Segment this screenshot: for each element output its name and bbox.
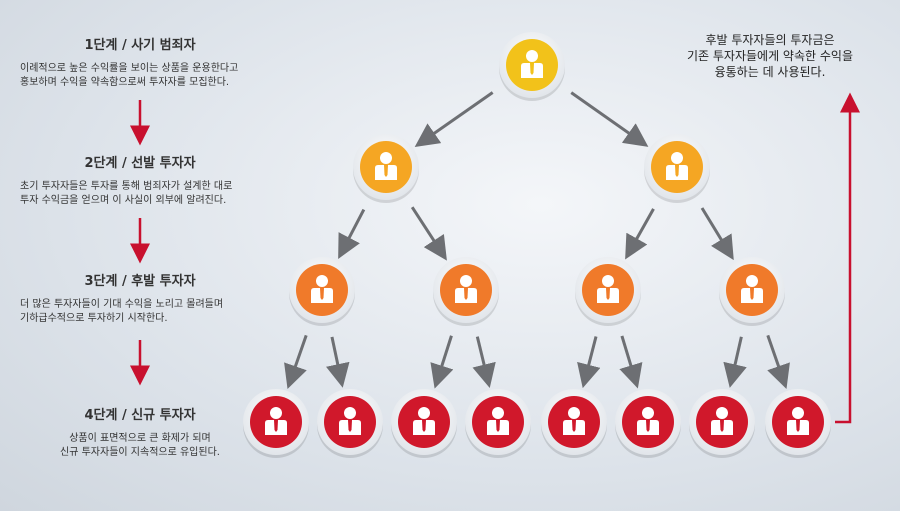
person-head	[418, 407, 430, 419]
person-icon	[487, 407, 509, 435]
investor-node	[719, 257, 785, 326]
person-icon	[339, 407, 361, 435]
investor-node	[689, 389, 755, 458]
person-icon	[711, 407, 733, 435]
tree-arrow	[625, 208, 655, 260]
tree-arrow	[414, 91, 494, 147]
step-2-desc: 초기 투자자들은 투자를 통해 범죄자가 설계한 대로 투자 수익금을 얻으며 …	[20, 180, 290, 208]
step-3-title: 3단계 / 후발 투자자	[84, 274, 196, 289]
tree-arrow	[619, 335, 643, 389]
investor-node	[353, 134, 419, 203]
person-tie	[348, 420, 352, 432]
funding-note-line-3: 융통하는 데 사용된다.	[714, 65, 826, 79]
person-icon	[787, 407, 809, 435]
investor-node	[541, 389, 607, 458]
step-3-desc-line-2: 기하급수적으로 투자하기 시작한다.	[20, 313, 168, 324]
investor-node	[765, 389, 831, 458]
tree-arrow	[326, 336, 350, 388]
person-icon	[413, 407, 435, 435]
return-up-arrow	[835, 92, 860, 424]
step-1-desc-line-2: 홍보하며 수익을 약속함으로써 투자자를 모집한다.	[20, 77, 230, 88]
tree-arrow	[338, 208, 366, 259]
person-tie	[750, 288, 754, 300]
step-2-desc-line-2: 투자 수익금을 얻으며 이 사실이 외부에 알려진다.	[20, 195, 227, 206]
step-2-desc-line-1: 초기 투자자들은 투자를 통해 범죄자가 설계한 대로	[20, 181, 233, 192]
step-3-desc: 더 많은 투자자들이 기대 수익을 노리고 몰려들며 기하급수적으로 투자하기 …	[20, 298, 290, 326]
person-icon	[375, 152, 397, 180]
step-1-title: 1단계 / 사기 범죄자	[84, 38, 196, 53]
tree-arrow	[284, 334, 308, 389]
person-icon	[311, 275, 333, 303]
person-tie	[720, 420, 724, 432]
step-4-desc-line-1: 상품이 표면적으로 큰 화제가 되며	[69, 433, 211, 444]
investor-node	[499, 32, 565, 101]
person-head	[602, 275, 614, 287]
person-head	[642, 407, 654, 419]
investor-node	[317, 389, 383, 458]
investor-node	[391, 389, 457, 458]
funding-note: 후발 투자자들의 투자금은 기존 투자자들에게 약속한 수익을 융통하는 데 사…	[650, 32, 890, 80]
investor-node	[243, 389, 309, 458]
person-tie	[530, 63, 534, 75]
person-tie	[796, 420, 800, 432]
person-tie	[675, 165, 679, 177]
person-head	[671, 152, 683, 164]
investor-node	[615, 389, 681, 458]
step-1-desc: 이례적으로 높은 수익률을 보이는 상품을 운용한다고 홍보하며 수익을 약속함…	[20, 62, 290, 90]
person-head	[270, 407, 282, 419]
investor-node	[289, 257, 355, 326]
person-head	[316, 275, 328, 287]
step-2-title: 2단계 / 선발 투자자	[84, 156, 196, 171]
person-icon	[741, 275, 763, 303]
tree-arrow	[700, 207, 734, 261]
person-head	[716, 407, 728, 419]
investor-node	[465, 389, 531, 458]
person-tie	[646, 420, 650, 432]
person-icon	[666, 152, 688, 180]
tree-arrow	[472, 336, 496, 388]
person-tie	[320, 288, 324, 300]
person-tie	[496, 420, 500, 432]
person-icon	[637, 407, 659, 435]
person-head	[344, 407, 356, 419]
person-head	[746, 275, 758, 287]
funding-note-line-2: 기존 투자자들에게 약속한 수익을	[686, 49, 853, 63]
person-head	[526, 50, 538, 62]
funding-note-line-1: 후발 투자자들의 투자금은	[705, 33, 835, 47]
person-icon	[455, 275, 477, 303]
tree-arrow	[766, 334, 790, 389]
person-icon	[597, 275, 619, 303]
person-tie	[464, 288, 468, 300]
person-head	[492, 407, 504, 419]
investor-node	[433, 257, 499, 326]
tree-arrow	[723, 336, 747, 388]
person-tie	[274, 420, 278, 432]
person-head	[380, 152, 392, 164]
step-4-desc: 상품이 표면적으로 큰 화제가 되며 신규 투자자들이 지속적으로 유입된다.	[20, 432, 260, 460]
person-icon	[265, 407, 287, 435]
tree-arrow	[577, 336, 601, 389]
person-icon	[563, 407, 585, 435]
step-3-desc-line-1: 더 많은 투자자들이 기대 수익을 노리고 몰려들며	[20, 299, 224, 310]
investor-node	[575, 257, 641, 326]
person-icon	[521, 50, 543, 78]
person-head	[568, 407, 580, 419]
step-4-title: 4단계 / 신규 투자자	[84, 408, 196, 423]
person-head	[460, 275, 472, 287]
tree-arrow	[410, 206, 447, 261]
step-1-desc-line-1: 이례적으로 높은 수익률을 보이는 상품을 운용한다고	[20, 63, 239, 74]
person-tie	[422, 420, 426, 432]
person-tie	[384, 165, 388, 177]
tree-arrow	[570, 91, 649, 147]
tree-arrow	[430, 335, 454, 389]
person-tie	[572, 420, 576, 432]
person-head	[792, 407, 804, 419]
step-4-desc-line-2: 신규 투자자들이 지속적으로 유입된다.	[60, 447, 220, 458]
person-tie	[606, 288, 610, 300]
investor-node	[644, 134, 710, 203]
